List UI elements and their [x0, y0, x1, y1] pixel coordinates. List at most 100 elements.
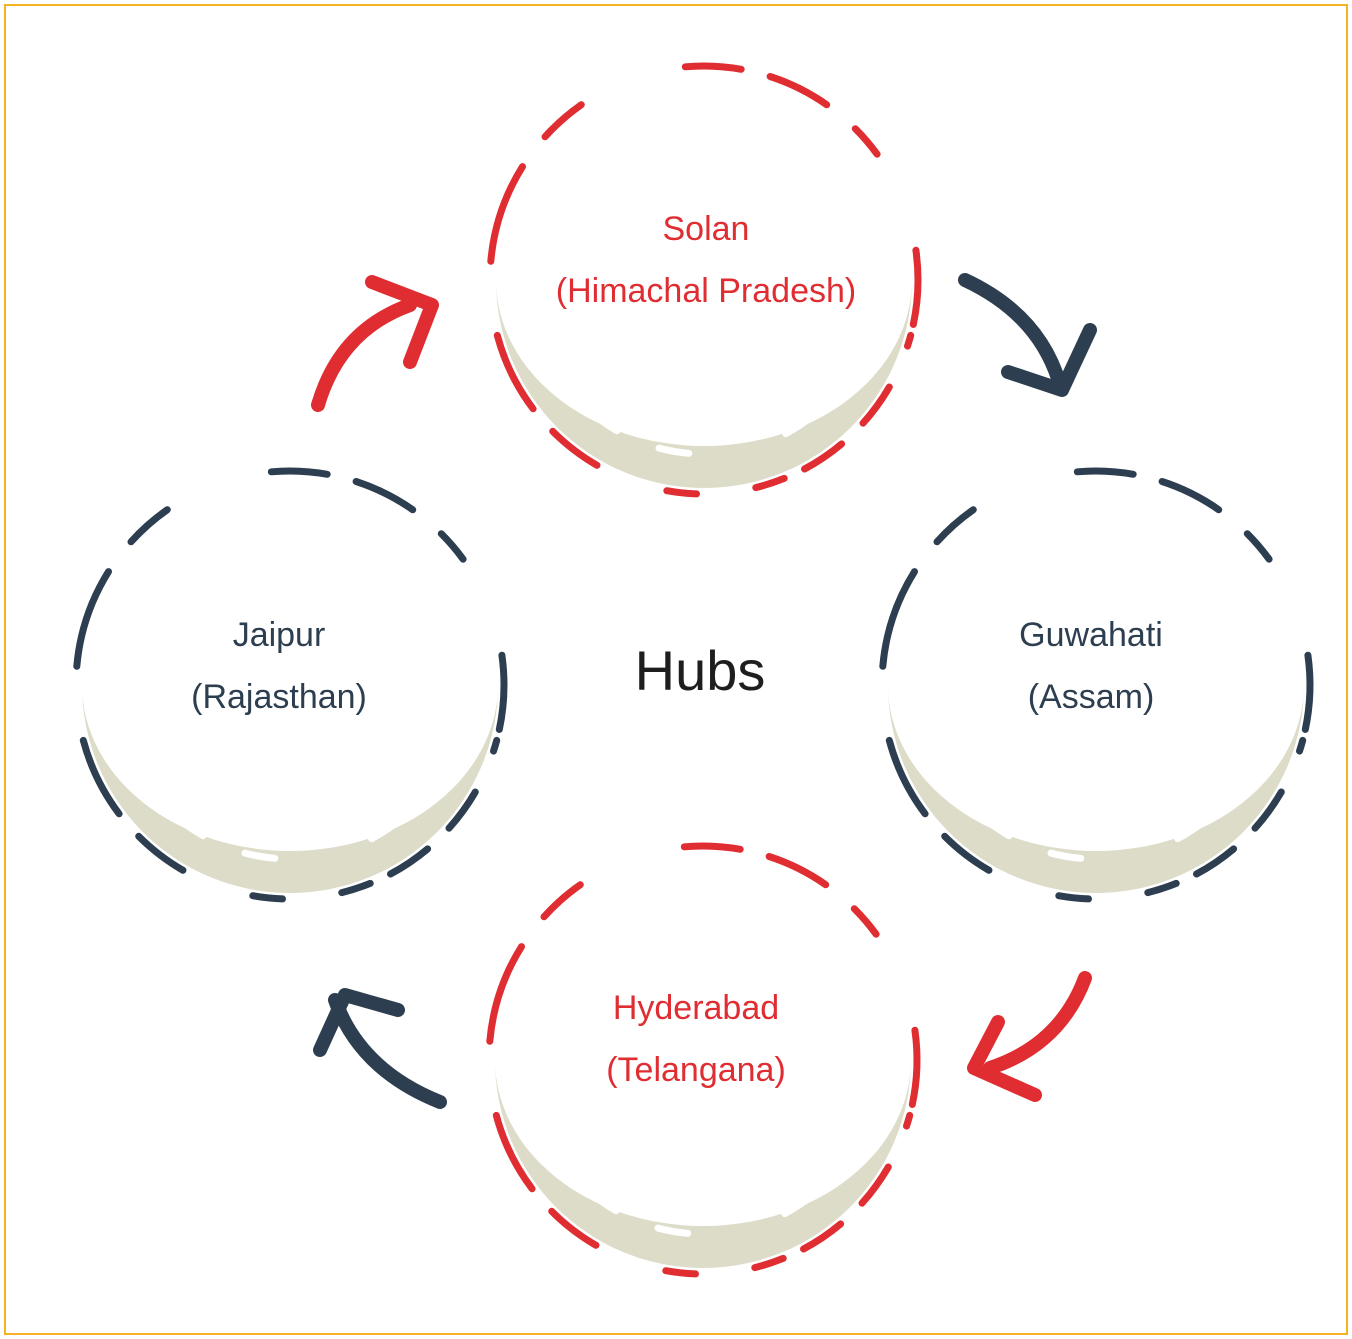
outline-dash: [492, 1111, 536, 1193]
highlight-dash: [781, 1168, 840, 1218]
highlight-dash: [782, 388, 841, 438]
hub-state-jaipur: (Rajasthan): [191, 678, 367, 716]
hub-circle-solan: [487, 62, 922, 498]
center-title: Hubs: [634, 639, 766, 702]
outline-dash: [1301, 651, 1314, 733]
outline-dash: [135, 832, 187, 874]
outline-dash: [941, 832, 993, 874]
outline-dash: [801, 440, 846, 473]
outline-dash: [267, 467, 331, 478]
outline-dash: [858, 1163, 892, 1207]
highlight-dash: [1047, 849, 1085, 862]
outline-dash: [352, 478, 417, 514]
outline-dash: [487, 163, 526, 265]
highlight-dash: [1174, 793, 1233, 843]
outline-dash: [765, 853, 830, 889]
highlight-dash: [851, 336, 871, 371]
outline-dash: [879, 568, 918, 670]
outline-dash: [850, 905, 880, 938]
outline-dash: [885, 736, 929, 818]
arrow-hyderabad-jaipur: [313, 988, 447, 1109]
outline-dash: [490, 736, 501, 755]
outline-dash: [548, 1207, 600, 1249]
hub-circle-guwahati: [879, 467, 1314, 903]
outline-dash: [495, 651, 508, 733]
outline-dash: [751, 1254, 787, 1272]
outline-dash: [752, 474, 788, 492]
highlight-dash: [655, 444, 693, 457]
outline-dash: [1193, 845, 1238, 878]
highlight-dash: [437, 741, 457, 776]
hub-city-jaipur: Jaipur: [232, 616, 326, 654]
arrow-shaft: [983, 971, 1092, 1075]
arrow-head: [967, 1015, 1042, 1102]
outline-dash: [540, 881, 584, 921]
outline-dash: [663, 487, 700, 498]
highlight-dash: [1243, 741, 1263, 776]
hub-city-hyderabad: Hyderabad: [612, 989, 780, 1027]
outline-dash: [680, 842, 744, 853]
highlight-dash: [654, 1224, 692, 1237]
outline-dash: [127, 506, 171, 546]
outline-dash: [1055, 892, 1092, 903]
outline-dash: [909, 246, 922, 328]
hub-city-solan: Solan: [662, 210, 750, 248]
crescent-shadow: [82, 685, 498, 893]
outline-dash: [1144, 879, 1180, 897]
hub-circle-hyderabad: [486, 842, 921, 1278]
outline-dash: [79, 736, 123, 818]
outline-dash: [73, 568, 112, 670]
arrow-head: [313, 988, 405, 1057]
hub-label-guwahati: Guwahati (Assam): [1019, 604, 1163, 728]
highlight-dash: [567, 388, 621, 435]
arrow-shaft: [311, 298, 417, 412]
arrow-guwahati-hyderabad: [967, 971, 1092, 1102]
arrow-shaft: [328, 993, 447, 1109]
outline-dash: [859, 383, 893, 427]
hub-state-solan: (Himachal Pradesh): [555, 272, 857, 310]
outline-dash: [493, 331, 537, 413]
highlight-dash: [532, 321, 557, 371]
crescent-shadow: [496, 280, 912, 488]
hub-state-hyderabad: (Telangana): [606, 1051, 786, 1089]
outline-dash: [549, 427, 601, 469]
hub-label-hyderabad: Hyderabad (Telangana): [606, 977, 786, 1101]
outline-dash: [1251, 788, 1285, 832]
outline-dash: [541, 101, 585, 141]
hub-label-solan: Solan (Himachal Pradesh): [556, 198, 856, 322]
outline-dash: [851, 125, 881, 158]
hub-label-jaipur: Jaipur (Rajasthan): [191, 604, 367, 728]
crescent-shadow: [888, 685, 1304, 893]
outline-dash: [933, 506, 977, 546]
outline-dash: [904, 331, 915, 350]
highlight-dash: [959, 793, 1013, 840]
outline-dash: [387, 845, 432, 878]
highlight-dash: [850, 1116, 870, 1151]
highlight-dash: [924, 726, 949, 776]
diagram-frame: [4, 4, 1348, 1335]
outline-dash: [903, 1111, 914, 1130]
highlight-dash: [566, 1168, 620, 1215]
arrow-shaft: [958, 273, 1067, 392]
hub-circle-jaipur: [73, 467, 508, 903]
arrow-head: [365, 275, 439, 369]
highlight-dash: [368, 793, 427, 843]
outline-dash: [1243, 530, 1273, 563]
arrow-solan-guwahati: [958, 273, 1097, 397]
highlight-dash: [118, 726, 143, 776]
arrow-jaipur-solan: [311, 275, 439, 412]
outline-dash: [908, 1026, 921, 1108]
outline-dash: [662, 1267, 699, 1278]
outline-dash: [486, 943, 525, 1045]
highlight-dash: [153, 793, 207, 840]
arrow-head: [1001, 323, 1097, 397]
outline-dash: [681, 62, 745, 73]
outline-dash: [249, 892, 286, 903]
outline-dash: [766, 73, 831, 109]
highlight-dash: [531, 1101, 556, 1151]
crescent-shadow: [495, 1060, 911, 1268]
highlight-dash: [241, 849, 279, 862]
hub-city-guwahati: Guwahati: [1019, 616, 1163, 654]
outline-dash: [1158, 478, 1223, 514]
